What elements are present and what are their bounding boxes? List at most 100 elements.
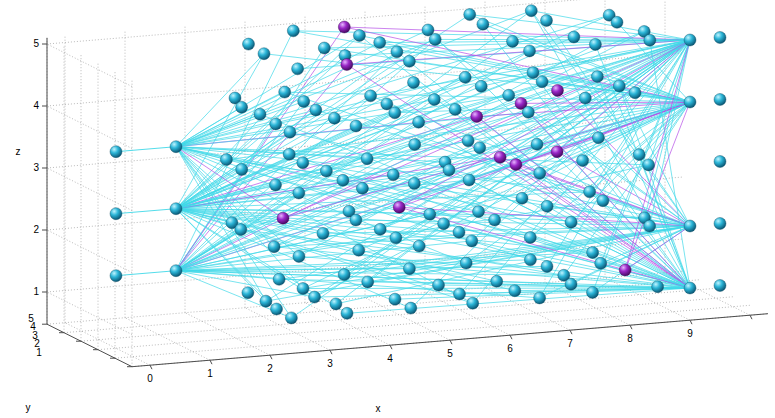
grid-line	[132, 314, 768, 367]
x-tick-label: 8	[627, 333, 633, 345]
cyan-sphere	[473, 206, 485, 218]
cyan-sphere	[509, 285, 521, 297]
network-line	[617, 22, 690, 102]
cyan-sphere	[268, 241, 280, 253]
cyan-sphere	[644, 34, 656, 46]
purple-sphere	[619, 264, 631, 276]
network-line	[597, 77, 690, 102]
cyan-sphere	[310, 104, 322, 116]
network-line	[590, 192, 690, 226]
network-line	[285, 92, 690, 226]
cyan-sphere	[429, 33, 441, 45]
network-line	[571, 226, 690, 284]
x-tick-label: 2	[267, 363, 273, 375]
purple-sphere	[510, 159, 522, 171]
cyan-sphere	[714, 156, 726, 168]
tick-mark	[510, 335, 512, 339]
network-line	[639, 155, 690, 288]
purple-sphere	[552, 84, 564, 96]
cyan-sphere	[362, 276, 374, 288]
network-line	[176, 41, 513, 270]
purple-sphere	[471, 111, 483, 123]
y-tick-label: 1	[36, 347, 42, 359]
grid-line	[365, 298, 450, 341]
purple-sphere	[277, 212, 289, 224]
cyan-sphere	[595, 257, 607, 269]
cyan-sphere	[462, 135, 474, 147]
network-line	[590, 40, 690, 192]
cyan-sphere	[285, 312, 297, 324]
purple-sphere	[494, 151, 506, 163]
cyan-sphere	[258, 48, 270, 60]
x-tick-label: 0	[147, 373, 153, 385]
cyan-sphere	[503, 89, 515, 101]
network-line	[619, 86, 690, 288]
network-line	[593, 226, 691, 292]
cyan-sphere	[254, 108, 266, 120]
cyan-sphere	[587, 247, 599, 259]
network-line	[483, 24, 690, 102]
tick-mark	[42, 44, 47, 45]
grid-line	[47, 106, 132, 149]
network-line	[428, 30, 690, 288]
network-line	[531, 11, 690, 226]
network-line	[593, 253, 690, 289]
cyan-sphere	[714, 32, 726, 44]
cyan-sphere	[356, 182, 368, 194]
network-line	[397, 52, 690, 288]
cyan-sphere	[374, 223, 386, 235]
network-line	[625, 226, 690, 270]
network-line	[414, 83, 691, 289]
network-line	[469, 40, 690, 180]
cyan-sphere	[592, 132, 604, 144]
cyan-sphere	[644, 220, 656, 232]
grid-line	[425, 293, 510, 336]
network-line	[625, 102, 690, 270]
cyan-sphere	[454, 288, 466, 300]
grid-line	[98, 297, 734, 350]
cyan-sphere	[433, 279, 445, 291]
cyan-sphere	[463, 174, 475, 186]
cyan-sphere	[403, 263, 415, 275]
tick-mark	[42, 230, 47, 231]
cyan-sphere	[365, 90, 377, 102]
cyan-sphere	[341, 307, 353, 319]
cyan-sphere	[337, 174, 349, 186]
cyan-sphere	[491, 275, 503, 287]
network-line	[598, 138, 690, 226]
cyan-sphere	[110, 270, 122, 282]
tick-mark	[390, 345, 392, 349]
grid-line	[245, 308, 330, 351]
tick-mark	[630, 325, 632, 329]
purple-sphere	[551, 146, 563, 158]
tick-mark	[42, 106, 47, 107]
cyan-sphere	[524, 232, 536, 244]
network-line	[449, 170, 690, 288]
network-line	[649, 40, 690, 165]
cyan-sphere	[565, 278, 577, 290]
sphere-markers	[110, 5, 726, 324]
cyan-sphere	[389, 107, 401, 119]
network-line	[411, 40, 690, 308]
network-line	[645, 40, 691, 218]
network-line	[557, 40, 690, 152]
cyan-sphere	[170, 265, 182, 277]
grid-line	[64, 280, 700, 333]
network-lines	[116, 11, 690, 318]
cyan-sphere	[531, 138, 543, 150]
network-line	[590, 192, 690, 288]
cyan-sphere	[403, 55, 415, 67]
tick-mark	[270, 355, 272, 359]
cyan-sphere	[409, 139, 421, 151]
cyan-sphere	[466, 235, 478, 247]
network-line	[176, 209, 347, 314]
cyan-sphere	[287, 25, 299, 37]
cyan-sphere	[453, 226, 465, 238]
z-tick-label: 1	[33, 286, 39, 298]
grid-line	[81, 55, 82, 341]
network-line	[176, 147, 283, 219]
cyan-sphere	[684, 96, 696, 108]
network-line	[362, 188, 690, 288]
network-line	[303, 102, 690, 289]
cyan-sphere	[714, 94, 726, 106]
